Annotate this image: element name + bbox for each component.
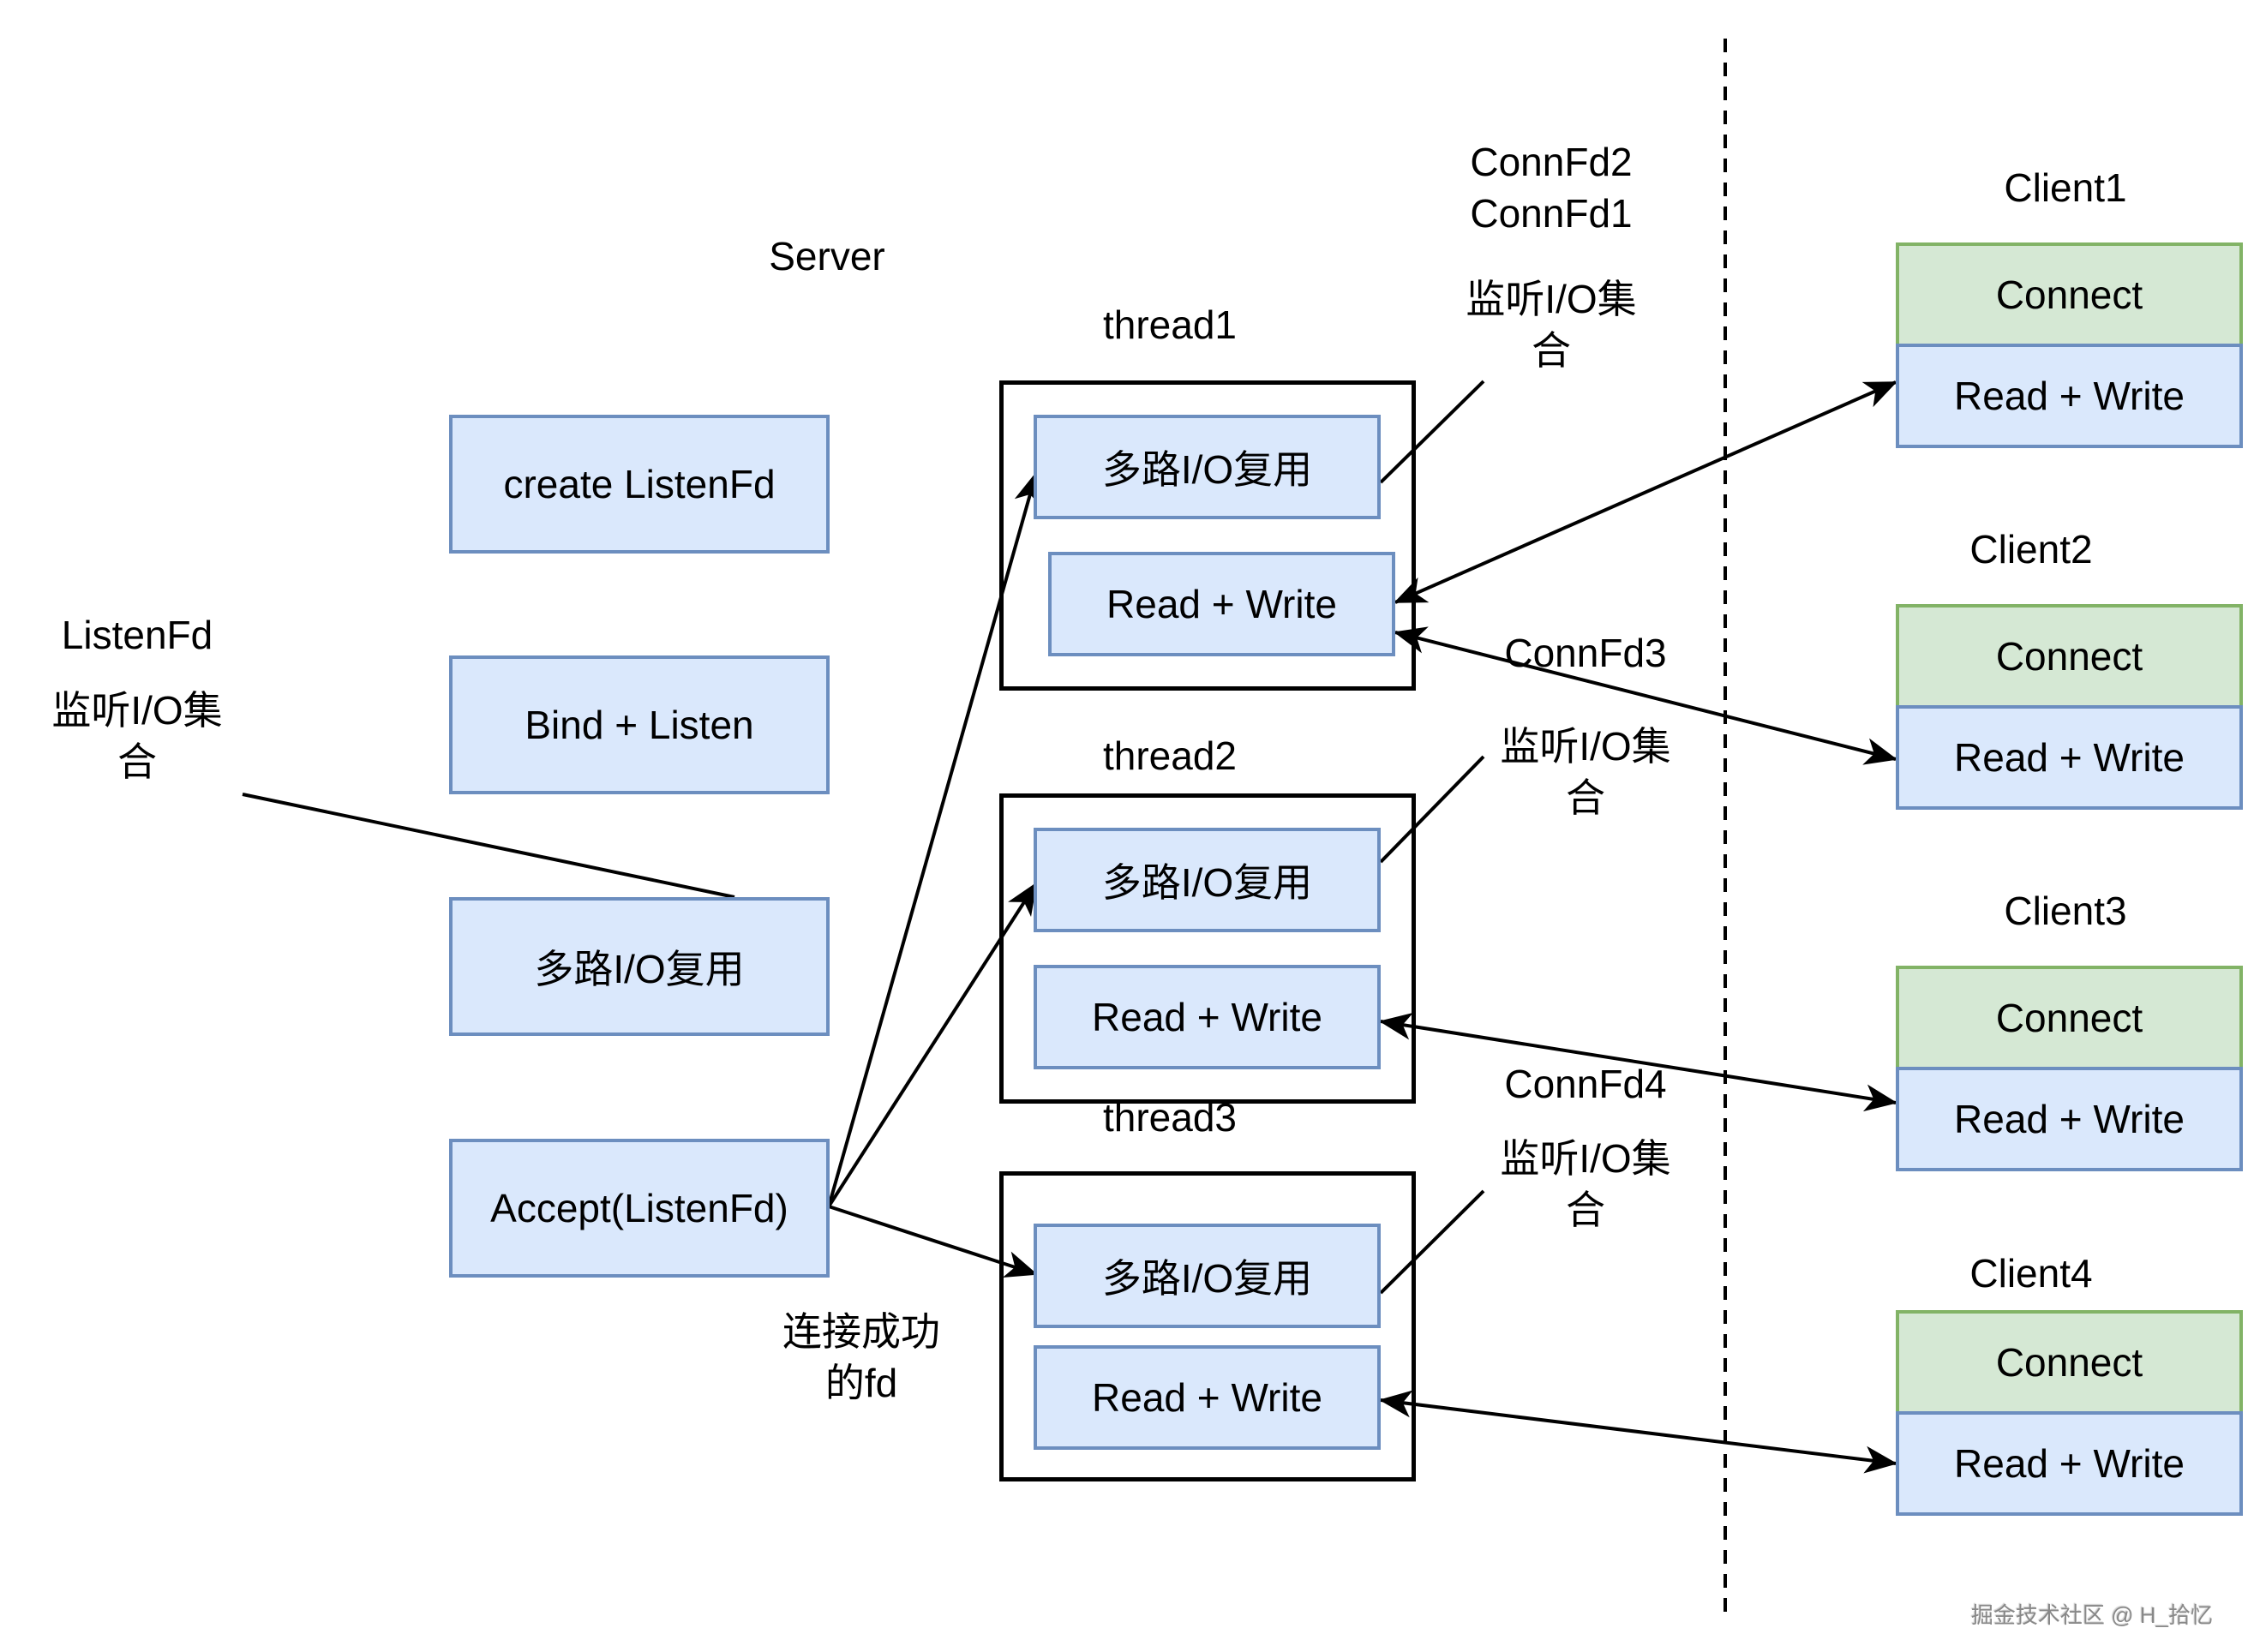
thread3-fd-label: ConnFd4 bbox=[1504, 1062, 1667, 1106]
client2-connect-box[interactable]: Connect bbox=[1896, 604, 2243, 709]
thread2-frame bbox=[999, 793, 1416, 1104]
client2-rw-box[interactable]: Read + Write bbox=[1896, 705, 2243, 810]
thread2-rw-box[interactable]: Read + Write bbox=[1034, 965, 1381, 1069]
bind-listen-box[interactable]: Bind + Listen bbox=[449, 655, 830, 794]
client3-connect-box[interactable]: Connect bbox=[1896, 966, 2243, 1070]
thread1-mux-box[interactable]: 多路I/O复用 bbox=[1034, 415, 1381, 519]
thread1-set-label: 监听I/O集 合 bbox=[1466, 277, 1637, 373]
thread3-label: thread3 bbox=[1102, 1095, 1237, 1140]
client4-label: Client4 bbox=[1969, 1251, 2093, 1296]
thread2-mux-box[interactable]: 多路I/O复用 bbox=[1034, 828, 1381, 932]
client1-label: Client1 bbox=[2004, 165, 2127, 210]
server-title: Server bbox=[769, 234, 885, 278]
thread1-fd-label: ConnFd2 ConnFd1 bbox=[1470, 140, 1633, 236]
client2-link bbox=[1394, 626, 1897, 765]
client3-rw-box[interactable]: Read + Write bbox=[1896, 1067, 2243, 1171]
thread2-label: thread2 bbox=[1102, 733, 1237, 778]
accept-note: 连接成功 的fd bbox=[782, 1309, 940, 1405]
client3-link bbox=[1379, 1012, 1897, 1112]
thread3-set-label: 监听I/O集 合 bbox=[1500, 1136, 1671, 1232]
thread3-mux-box[interactable]: 多路I/O复用 bbox=[1034, 1224, 1381, 1328]
thread1-frame bbox=[999, 380, 1416, 691]
listen-set-link bbox=[242, 793, 735, 899]
client4-connect-box[interactable]: Connect bbox=[1896, 1310, 2243, 1415]
accept-box[interactable]: Accept(ListenFd) bbox=[449, 1139, 830, 1278]
listen-set-label: 监听I/O集 合 bbox=[51, 688, 223, 784]
thread3-rw-box[interactable]: Read + Write bbox=[1034, 1345, 1381, 1450]
thread1-rw-box[interactable]: Read + Write bbox=[1048, 552, 1395, 656]
thread2-set-link bbox=[1379, 755, 1485, 864]
listenfd-label: ListenFd bbox=[61, 613, 213, 657]
client2-label: Client2 bbox=[1969, 527, 2093, 572]
client1-link bbox=[1394, 380, 1897, 604]
client1-connect-box[interactable]: Connect bbox=[1896, 242, 2243, 347]
server-mux-box[interactable]: 多路I/O复用 bbox=[449, 897, 830, 1036]
thread3-frame bbox=[999, 1171, 1416, 1481]
thread2-fd-label: ConnFd3 bbox=[1504, 631, 1667, 675]
create-listenfd-box[interactable]: create ListenFd bbox=[449, 415, 830, 554]
thread3-set-link bbox=[1379, 1189, 1485, 1295]
watermark: 掘金技术社区 @ H_拾忆 bbox=[1970, 1602, 2213, 1628]
client3-label: Client3 bbox=[2004, 889, 2127, 933]
thread1-label: thread1 bbox=[1102, 302, 1237, 347]
thread2-set-label: 监听I/O集 合 bbox=[1500, 724, 1671, 820]
client1-rw-box[interactable]: Read + Write bbox=[1896, 344, 2243, 448]
client4-rw-box[interactable]: Read + Write bbox=[1896, 1411, 2243, 1516]
client4-link bbox=[1379, 1390, 1897, 1474]
